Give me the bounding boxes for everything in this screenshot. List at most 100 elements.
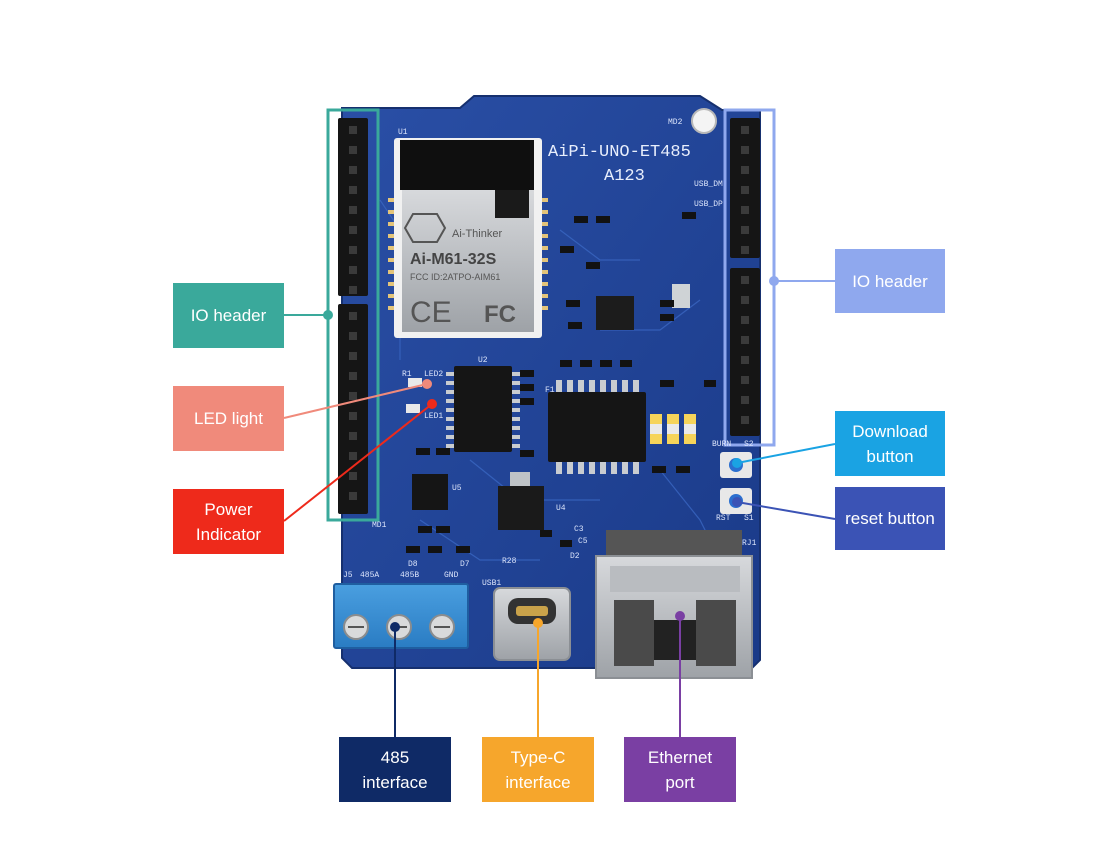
header-pin-hole xyxy=(349,352,357,360)
label-download-button: Download button xyxy=(835,411,945,476)
leader-download-dot xyxy=(732,458,742,468)
chip-pin xyxy=(512,444,520,448)
header-pin-hole xyxy=(349,392,357,400)
chip-pin xyxy=(633,380,639,392)
header-pin-hole xyxy=(349,372,357,380)
terminal-block-485 xyxy=(333,583,469,649)
silk-j5: J5 xyxy=(343,571,353,580)
header-pin-hole xyxy=(741,166,749,174)
silk-u5: U5 xyxy=(452,484,462,493)
header-pin-hole xyxy=(741,276,749,284)
ethernet-jack xyxy=(595,530,753,679)
chip-pin xyxy=(622,380,628,392)
chip-pin xyxy=(512,399,520,403)
leader-485-dot xyxy=(390,622,400,632)
leader-reset-dot xyxy=(732,497,742,507)
silk-usb-dm: USB_DM xyxy=(694,180,723,189)
label-485-interface: 485 interface xyxy=(339,737,451,802)
chip-u5 xyxy=(412,474,448,510)
header-pin-hole xyxy=(349,312,357,320)
right-header-pins xyxy=(741,126,749,424)
leader-reset xyxy=(736,501,836,520)
leader-ethernet-dot xyxy=(675,611,685,621)
chip-pin xyxy=(512,381,520,385)
silk-rj1: RJ1 xyxy=(742,539,757,548)
chip-qfn xyxy=(596,296,634,330)
silk-d7: D7 xyxy=(460,560,470,569)
chip-pin xyxy=(446,417,454,421)
leader-download xyxy=(736,443,836,464)
header-pin-hole xyxy=(741,126,749,134)
fc-mark-icon: FC xyxy=(484,301,516,328)
header-pin-hole xyxy=(349,166,357,174)
header-pin-hole xyxy=(741,336,749,344)
leader-power xyxy=(283,403,433,522)
mounting-hole xyxy=(691,108,717,134)
header-pin-hole xyxy=(349,492,357,500)
chip-pin xyxy=(446,390,454,394)
chip-pin xyxy=(600,462,606,474)
chip-pin xyxy=(512,372,520,376)
leader-led xyxy=(283,383,428,419)
header-pin-hole xyxy=(349,206,357,214)
chip-ethernet-controller xyxy=(548,392,646,462)
leader-io-right-dot xyxy=(769,276,779,286)
chip-pin xyxy=(578,462,584,474)
chip-pin xyxy=(446,408,454,412)
ai-logo-icon xyxy=(403,213,447,243)
smd-parts xyxy=(406,212,716,553)
regulator-u4 xyxy=(498,486,544,530)
label-power-indicator: Power Indicator xyxy=(173,489,284,554)
leader-lines xyxy=(283,276,836,737)
header-pin-hole xyxy=(349,332,357,340)
leader-typec-dot xyxy=(533,618,543,628)
chip-pin xyxy=(446,435,454,439)
silk-led1: LED1 xyxy=(424,412,443,421)
header-pin-hole xyxy=(349,266,357,274)
chip-pin xyxy=(567,462,573,474)
chip-pin xyxy=(589,462,595,474)
silk-gnd: GND xyxy=(444,571,459,580)
chip-pin xyxy=(556,380,562,392)
chip-pin xyxy=(589,380,595,392)
silk-usb-dp: USB_DP xyxy=(694,200,723,209)
chip-pin xyxy=(611,380,617,392)
board-revision-text: A123 xyxy=(604,167,645,186)
silk-f1: F1 xyxy=(545,386,555,395)
chip-ethernet-controller-pins xyxy=(556,380,639,474)
header-pin-hole xyxy=(741,146,749,154)
leader-power-dot xyxy=(427,399,437,409)
silk-d2: D2 xyxy=(570,552,580,561)
chip-pin xyxy=(567,380,573,392)
header-pin-hole xyxy=(741,296,749,304)
leader-led-dot xyxy=(422,379,432,389)
header-pin-hole xyxy=(349,146,357,154)
header-pin-hole xyxy=(741,396,749,404)
module-name-text: Ai-M61-32S xyxy=(410,251,497,268)
header-pin-hole xyxy=(349,226,357,234)
left-header-pins xyxy=(349,126,357,500)
header-pin-hole xyxy=(349,472,357,480)
chip-pin xyxy=(633,462,639,474)
label-io-header-left: IO header xyxy=(173,283,284,348)
leader-io-left-dot xyxy=(323,310,333,320)
crystal-component xyxy=(672,284,690,308)
header-pin-hole xyxy=(349,126,357,134)
led-component xyxy=(408,378,422,387)
chip-pin xyxy=(556,462,562,474)
label-reset-button: reset button xyxy=(835,487,945,550)
chip-pin xyxy=(600,380,606,392)
header-pin-hole xyxy=(349,432,357,440)
silk-c5: C5 xyxy=(578,537,588,546)
module-brand-text: Ai-Thinker xyxy=(452,228,502,240)
header-pin-hole xyxy=(741,226,749,234)
silk-s1: S1 xyxy=(744,514,754,523)
ce-mark-icon: CE xyxy=(410,296,452,329)
label-ethernet-port: Ethernet port xyxy=(624,737,736,802)
silk-s2: S2 xyxy=(744,440,754,449)
silk-md1: MD1 xyxy=(372,521,387,530)
chip-pin xyxy=(512,417,520,421)
regulator-tab xyxy=(510,472,530,486)
